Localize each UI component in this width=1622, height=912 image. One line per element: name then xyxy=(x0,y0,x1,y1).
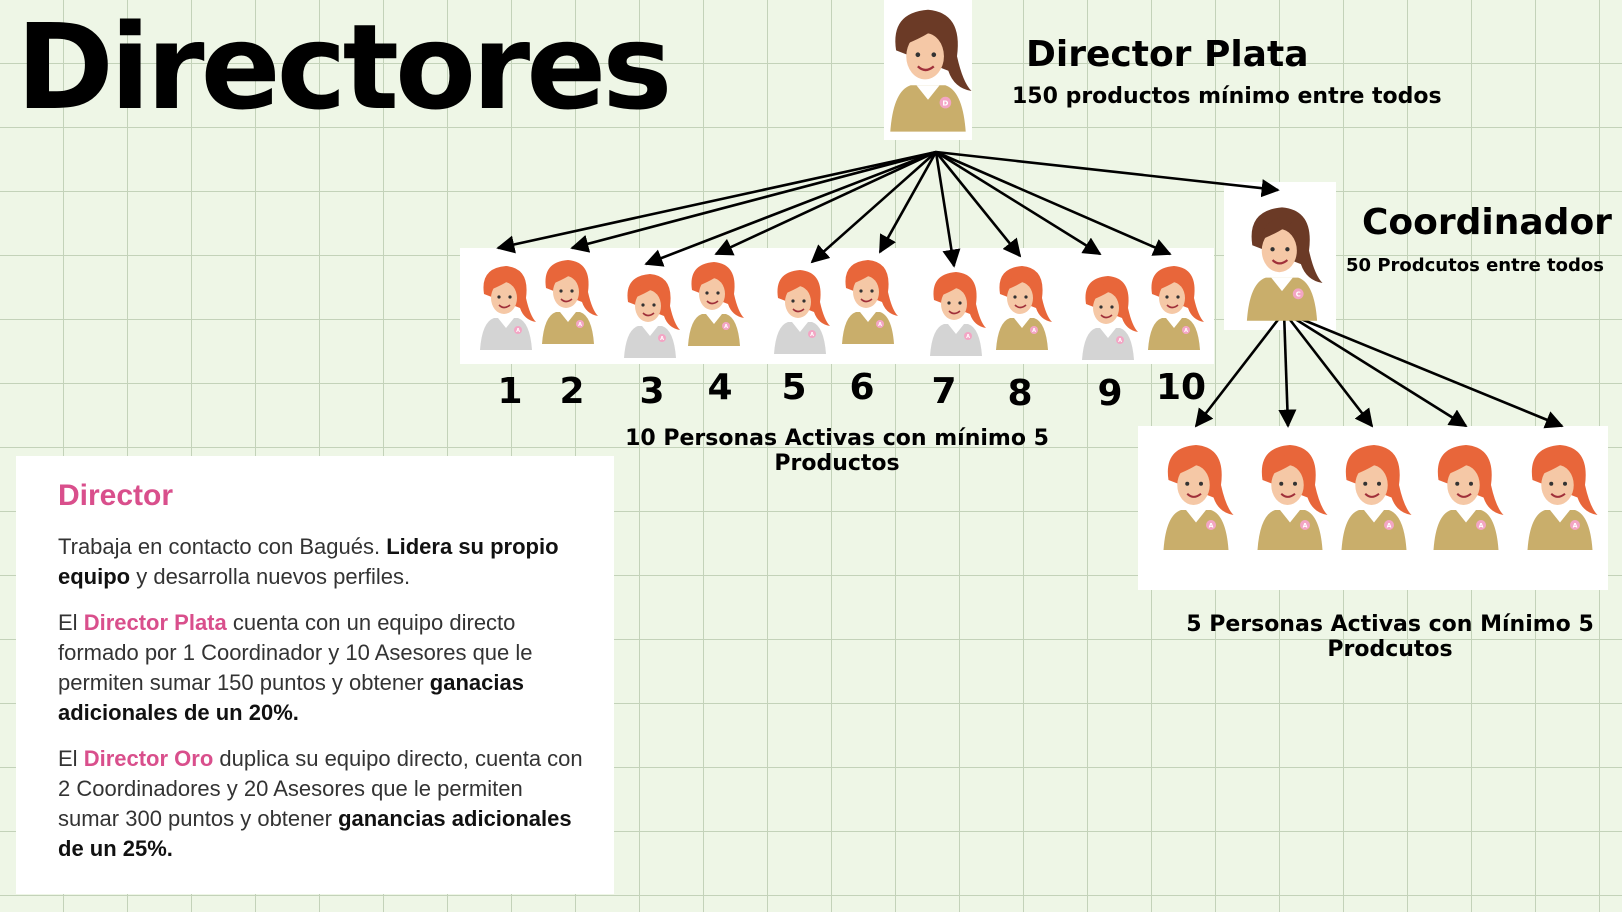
info-text-bold: Lidera su propio equipo xyxy=(58,534,559,589)
coordinator-title: Coordinador xyxy=(1362,202,1612,243)
badge-letter: A xyxy=(1303,523,1308,530)
info-paragraph-2: El Director Plata cuenta con un equipo d… xyxy=(58,608,584,728)
badge-letter: A xyxy=(1032,328,1036,334)
advisor-figure-3: A xyxy=(624,274,680,358)
badge-letter: A xyxy=(724,324,728,330)
arrow xyxy=(1283,310,1564,429)
info-text-bold: ganancias adicionales de un 25%. xyxy=(58,806,572,861)
page-title: Directores xyxy=(16,0,673,136)
arrow xyxy=(1194,311,1286,428)
advisor-figure-1: A xyxy=(480,266,536,350)
badge-letter: A xyxy=(1118,338,1122,344)
arrow xyxy=(810,151,937,264)
coordinator-figure: C xyxy=(1246,207,1323,321)
info-text: Trabaja en contacto con Bagués. xyxy=(58,534,387,559)
advisor-number-3: 3 xyxy=(639,371,665,412)
badge-letter: C xyxy=(1296,291,1301,299)
badge-letter: A xyxy=(1209,523,1214,530)
director-title: Director Plata xyxy=(1026,34,1309,75)
coordinator-advisor-figure-2: A xyxy=(1257,445,1328,550)
coordinator-illustration: C xyxy=(1246,207,1323,321)
badge-letter: A xyxy=(1184,328,1188,334)
badge-letter: A xyxy=(1479,523,1484,530)
director-illustration: D xyxy=(890,9,972,132)
advisor-figure-6: A xyxy=(842,260,898,344)
info-text: El xyxy=(58,746,84,771)
advisor-number-8: 8 xyxy=(1007,373,1033,414)
advisor-number-2: 2 xyxy=(559,371,585,412)
advisor-number-7: 7 xyxy=(931,371,957,412)
advisor-figure-7: A xyxy=(930,272,986,356)
arrow xyxy=(878,151,938,254)
advisor-number-6: 6 xyxy=(849,367,875,408)
advisor-figure-2: A xyxy=(542,260,598,344)
director-subtitle: 150 productos mínimo entre todos xyxy=(1012,84,1442,109)
advisor-number-10: 10 xyxy=(1156,367,1207,408)
info-paragraph-3: El Director Oro duplica su equipo direct… xyxy=(58,744,584,864)
arrow xyxy=(644,150,937,267)
advisors-left-row: A A A A A A A A A A xyxy=(480,260,1204,360)
advisors-left-caption: 10 Personas Activas con mínimo 5 Product… xyxy=(625,426,1049,477)
director-figure: D xyxy=(890,9,972,132)
director-oro-highlight: Director Oro xyxy=(83,746,214,771)
advisor-number-1: 1 xyxy=(497,371,523,412)
coordinator-to-advisors-arrows xyxy=(1194,310,1564,429)
arrow xyxy=(934,151,961,268)
advisor-figure-8: A xyxy=(996,266,1052,350)
coordinator-advisor-figure-1: A xyxy=(1163,445,1234,550)
badge-letter: A xyxy=(516,328,520,334)
advisor-number-4: 4 xyxy=(707,367,733,408)
advisor-figure-10: A xyxy=(1148,266,1204,350)
director-plata-highlight: Director Plata xyxy=(83,610,227,635)
coordinator-advisor-figure-4: A xyxy=(1433,445,1504,550)
arrow xyxy=(1282,311,1374,428)
badge-letter: A xyxy=(1573,523,1578,530)
badge-letter: A xyxy=(878,322,882,328)
advisor-figure-5: A xyxy=(774,270,830,354)
arrow xyxy=(935,150,1172,256)
arrow xyxy=(570,150,937,253)
badge-letter: D xyxy=(942,99,948,108)
arrow xyxy=(496,150,937,254)
advisor-number-5: 5 xyxy=(781,367,807,408)
info-card-heading: Director xyxy=(58,479,174,512)
coordinator-subtitle: 50 Prodcutos entre todos xyxy=(1346,255,1604,276)
info-text: El xyxy=(58,610,84,635)
director-info-card: Director Trabaja en contacto con Bagués.… xyxy=(16,456,614,894)
arrow xyxy=(935,150,1102,256)
arrow xyxy=(935,150,1280,198)
badge-letter: A xyxy=(810,332,814,338)
badge-letter: A xyxy=(1387,523,1392,530)
arrow xyxy=(1283,310,1468,428)
info-paragraph-1: Trabaja en contacto con Bagués. Lidera s… xyxy=(58,532,584,592)
info-text: duplica su equipo directo, cuenta con 2 … xyxy=(58,746,583,831)
badge-letter: A xyxy=(578,322,582,328)
arrow xyxy=(714,150,937,256)
info-text: y desarrolla nuevos perfiles. xyxy=(130,564,411,589)
badge-letter: A xyxy=(660,336,664,342)
info-text: cuenta con un equipo directo formado por… xyxy=(58,610,533,695)
info-text-bold: ganacias adicionales de un 20%. xyxy=(58,670,524,725)
advisor-number-9: 9 xyxy=(1097,373,1123,414)
badge-letter: A xyxy=(966,334,970,340)
advisors-right-caption: 5 Personas Activas con Mínimo 5 Prodcuto… xyxy=(1186,612,1594,663)
coordinator-advisor-figure-5: A xyxy=(1527,445,1598,550)
advisor-figure-9: A xyxy=(1082,276,1138,360)
advisor-figure-4: A xyxy=(688,262,744,346)
coordinator-advisor-figure-3: A xyxy=(1341,445,1412,550)
arrow xyxy=(934,151,1022,258)
arrow xyxy=(1278,311,1297,428)
director-to-advisors-arrows xyxy=(496,150,1280,268)
